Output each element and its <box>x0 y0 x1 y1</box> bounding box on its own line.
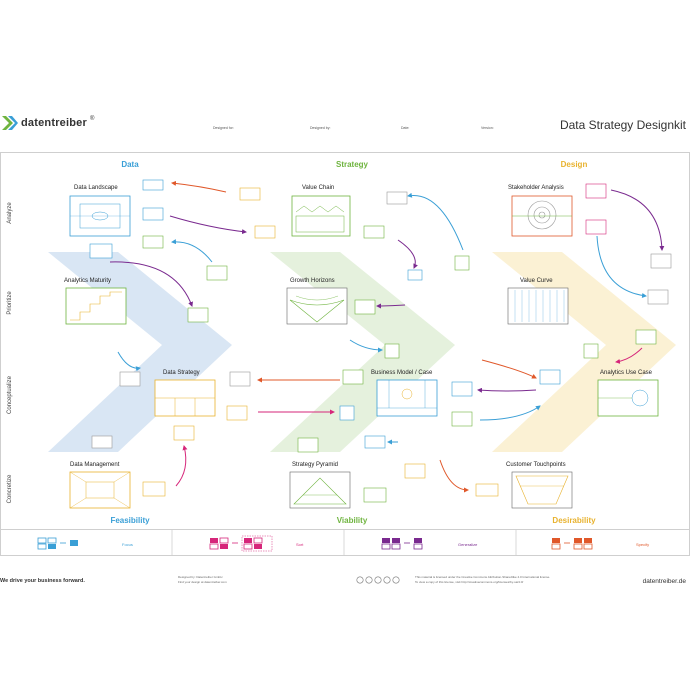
column-header-strategy: Strategy <box>335 160 368 169</box>
row-label-prioritize: Prioritize <box>7 291 13 315</box>
row-label-conceptualize: Conceptualize <box>7 375 13 415</box>
value-chain-canvas <box>291 195 351 237</box>
analytics-use-case-canvas <box>597 379 659 417</box>
footer-label-viability: Viability <box>336 516 368 525</box>
license-line-2: To view a copy of this license, visit ht… <box>415 580 524 584</box>
designed-by-label: Designed by: <box>310 126 331 130</box>
row-label-concretize: Concretize <box>7 474 13 504</box>
footer-label-feasibility: Feasibility <box>110 516 150 525</box>
label-growth-horizons: Growth Horizons <box>290 278 335 284</box>
stakeholder-analysis-canvas <box>511 195 573 237</box>
credit-line-2: Find your design at datentreiber.com <box>178 580 227 584</box>
strategy-pyramid-canvas <box>289 471 351 509</box>
designkit-diagram <box>48 179 676 509</box>
strategy-band <box>270 252 455 452</box>
legend <box>0 530 690 556</box>
legend-graphics <box>37 530 593 556</box>
label-analytics-maturity: Analytics Maturity <box>64 278 112 284</box>
analytics-maturity-canvas <box>65 287 127 325</box>
flow-arrows <box>109 180 665 493</box>
data-landscape-canvas <box>69 195 131 237</box>
date-label: Date: <box>401 126 410 130</box>
brand-registered-mark: ® <box>89 116 95 122</box>
legend-sort-icon <box>209 535 273 552</box>
row-label-analyze: Analyze <box>7 202 13 224</box>
legend-focus-icon <box>37 537 78 550</box>
brand-name: datentreiber <box>21 117 87 129</box>
value-curve-canvas <box>507 287 569 325</box>
footer-label-desirability: Desirability <box>552 516 596 525</box>
data-strategy-canvas <box>154 379 216 417</box>
credit-line-1: Designed by: Datentreiber GmbH <box>178 575 223 579</box>
cc-license-icons <box>356 576 400 584</box>
label-data-landscape: Data Landscape <box>74 185 118 191</box>
label-stakeholder-analysis: Stakeholder Analysis <box>508 185 564 191</box>
legend-label-generalize: Generalize <box>458 542 478 547</box>
growth-horizons-canvas <box>286 287 348 325</box>
label-value-curve: Value Curve <box>520 278 553 284</box>
datentreiber-logo-icon <box>2 116 18 130</box>
data-band <box>48 252 232 452</box>
website-link[interactable]: datentreiber.de <box>642 578 686 585</box>
legend-specify-icon <box>551 538 593 550</box>
design-band <box>492 252 676 452</box>
license-line-1: This material is licensed under the Crea… <box>415 575 551 579</box>
legend-label-specify: Specify <box>636 542 650 547</box>
column-header-data: Data <box>121 160 139 169</box>
mini-cards <box>89 179 672 503</box>
label-value-chain: Value Chain <box>302 185 335 191</box>
tagline: We drive your business forward. <box>0 578 85 584</box>
label-data-strategy: Data Strategy <box>163 370 200 376</box>
label-data-management: Data Management <box>70 462 120 468</box>
label-customer-touchpoints: Customer Touchpoints <box>506 462 566 468</box>
label-analytics-use-case: Analytics Use Case <box>600 370 653 376</box>
legend-generalize-icon <box>381 538 423 550</box>
page-title: Data Strategy Designkit <box>559 118 686 132</box>
legend-label-focus: Focus <box>122 542 133 547</box>
designkit-board <box>0 152 690 530</box>
brand-logo: datentreiber® <box>2 116 94 130</box>
version-label: Version: <box>481 126 494 130</box>
customer-touchpoints-canvas <box>511 471 573 509</box>
column-header-design: Design <box>560 160 588 169</box>
label-strategy-pyramid: Strategy Pyramid <box>292 462 339 468</box>
designed-for-label: Designed for: <box>213 126 234 130</box>
data-management-canvas <box>69 471 131 509</box>
label-business-model: Business Model / Case <box>371 370 433 376</box>
legend-label-sort: Sort <box>296 542 304 547</box>
business-model-canvas <box>376 379 438 417</box>
